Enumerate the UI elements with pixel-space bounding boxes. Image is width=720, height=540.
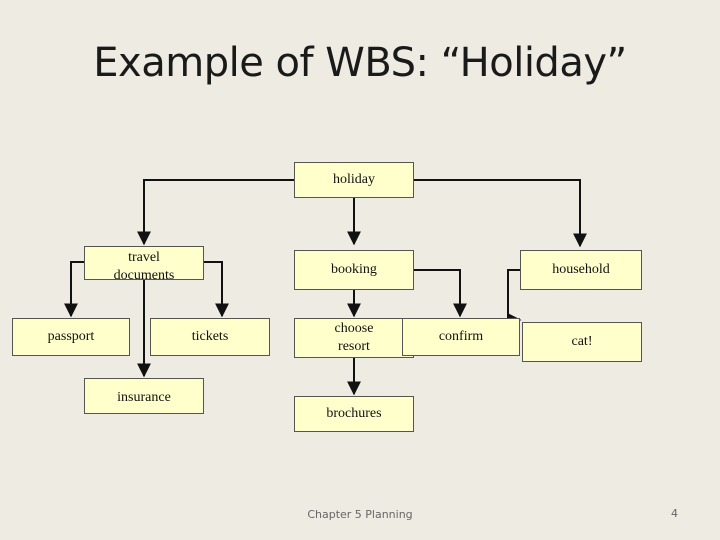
node-confirm: confirm (402, 318, 520, 356)
connector-household-cat (507, 269, 522, 327)
node-passport: passport (12, 318, 130, 356)
node-holiday: holiday (294, 162, 414, 198)
node-booking: booking (294, 250, 414, 290)
node-cat: cat! (522, 322, 642, 362)
node-brochures: brochures (294, 396, 414, 432)
footer-chapter: Chapter 5 Planning (307, 508, 413, 521)
connector-travel-tickets (204, 261, 229, 318)
node-insurance: insurance (84, 378, 204, 414)
node-travel-documents: travel documents (84, 246, 204, 283)
connector-holiday-household (414, 179, 587, 248)
page-number: 4 (671, 507, 678, 520)
connector-booking-confirm (414, 269, 467, 318)
node-choose-resort: choose resort (294, 318, 414, 358)
slide-title: Example of WBS: “Holiday” (93, 40, 627, 86)
node-household: household (520, 250, 642, 290)
node-tickets: tickets (150, 318, 270, 356)
connector-holiday-travel-documents (137, 179, 294, 246)
connector-travel-passport (64, 261, 84, 318)
